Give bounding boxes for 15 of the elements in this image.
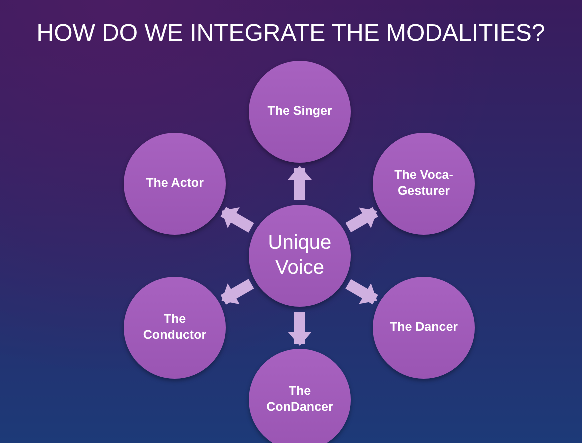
node-label: The Singer [266,104,334,120]
slide-title: HOW DO WE INTEGRATE THE MODALITIES? [36,20,546,48]
block-arrow [346,207,378,233]
node-label: The Actor [145,176,205,192]
block-arrow [288,166,312,200]
block-arrow [346,279,378,305]
node-label: The Conductor [142,312,208,344]
block-arrow [288,312,312,346]
circle-node [249,205,351,307]
block-arrow [220,279,254,305]
node-label: The Voca- Gesturer [394,168,454,200]
block-arrow [220,207,254,233]
node-label: Unique Voice [267,231,333,281]
node-label: The Dancer [388,320,460,336]
node-label: The ConDancer [266,384,334,416]
